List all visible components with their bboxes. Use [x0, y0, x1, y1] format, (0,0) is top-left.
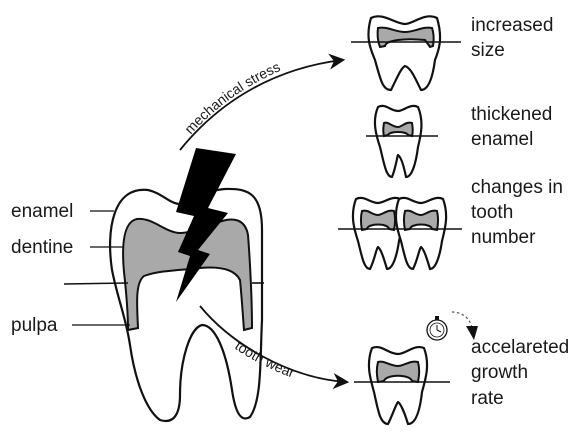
outcome-growth-line1: accelareted	[471, 337, 569, 358]
stopwatch-icon	[427, 316, 447, 340]
label-dentine-text: dentine	[11, 237, 73, 258]
outcome-changes-line3: number	[471, 227, 536, 248]
outcome-growth-line3: rate	[471, 388, 504, 409]
outcome-increased-size: increased size	[351, 15, 553, 90]
tooth-growth-rate	[354, 347, 450, 424]
label-enamel-text: enamel	[11, 201, 73, 222]
label-dentine: dentine	[11, 237, 124, 258]
outcome-changes-in-tooth-number: changes in tooth number	[338, 177, 563, 269]
tooth-increased-size	[351, 16, 461, 90]
outcome-accelareted-growth-rate: accelareted growth rate	[354, 312, 569, 424]
tooth-number-right	[396, 198, 446, 269]
label-pulpa-text: pulpa	[11, 315, 58, 336]
arrow-mechanical-stress-label: mechanical stress	[181, 58, 282, 136]
outcome-thickened-enamel-line1: thickened	[471, 104, 552, 125]
outcome-changes-line2: tooth	[471, 202, 513, 223]
outcome-increased-size-line1: increased	[471, 15, 553, 36]
outcome-thickened-enamel: thickened enamel	[366, 104, 552, 177]
main-tooth	[64, 189, 264, 421]
outcome-thickened-enamel-line2: enamel	[471, 129, 533, 150]
label-pulpa: pulpa	[11, 315, 130, 336]
tooth-thickened-enamel	[366, 106, 438, 177]
rotation-arrow-icon	[452, 312, 472, 328]
outcome-increased-size-line2: size	[471, 40, 505, 61]
gum-line-left	[64, 283, 128, 284]
outcome-growth-line2: growth	[471, 362, 528, 383]
label-enamel: enamel	[11, 201, 114, 222]
outcome-changes-line1: changes in	[471, 177, 563, 198]
